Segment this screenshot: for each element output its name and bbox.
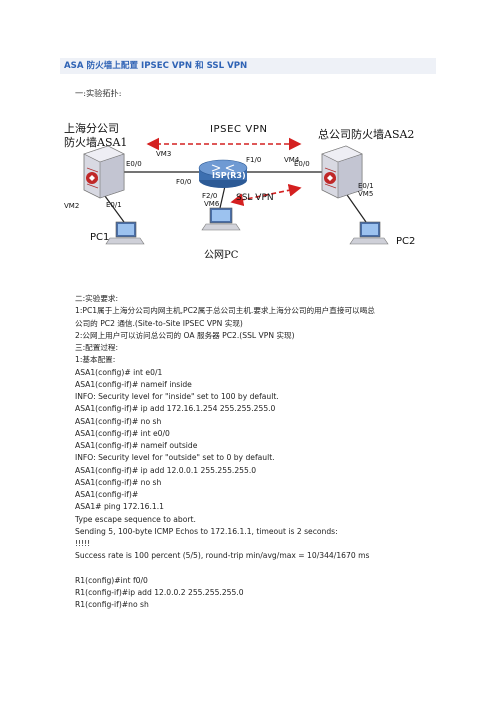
body-line [75,563,445,575]
label-vm4: VM4 [284,156,300,164]
body-line: Sending 5, 100-byte ICMP Echos to 172.16… [75,526,338,536]
label-router-f00: F0/0 [176,178,191,186]
document-body: 二:实验要求: 1:PC1属于上海分公司内网主机,PC2属于总公司主机.要求上海分… [75,293,445,612]
pc1-computer-icon [105,221,145,245]
body-line: ASA1(config-if)# nameif outside [75,441,198,450]
isp-router-icon [198,159,248,188]
label-asa2-e00: E0/0 [294,160,310,168]
link-asa2-pc2 [344,191,367,223]
body-line: 三:配置过程: [75,343,119,352]
body-line: R1(config)#int f0/0 [75,575,148,585]
label-vm2: VM2 [64,202,79,210]
label-router-f20: F2/0 [202,192,217,200]
asa2-firewall-icon [321,145,363,199]
label-shanghai-line1: 上海分公司 [64,121,119,135]
network-links [101,171,367,223]
label-vm5: VM5 [358,190,373,198]
body-line: 公司的 PC2 通信.(Site-to-Site IPSEC VPN 实现) [75,318,243,328]
label-shanghai-line2: 防火墙ASA1 [64,135,127,149]
label-public-pc: 公网PC [204,249,239,261]
asa1-firewall-icon [83,145,125,199]
body-line: !!!!! [75,539,91,548]
body-line: ASA1(config-if)# ip add 12.0.0.1 255.255… [75,465,257,475]
document-title: ASA 防火墙上配置 IPSEC VPN 和 SSL VPN [60,58,436,74]
body-line: 2:公网上用户可以访问总公司的 OA 服务器 PC2.(SSL VPN 实现) [75,330,295,340]
label-router-f10: F1/0 [246,156,261,164]
body-line: ASA1(config-if)# int e0/0 [75,428,170,438]
body-line: 1:基本配置: [75,355,116,365]
pc2-computer-icon [349,221,389,245]
label-vm6: VM6 [204,200,220,208]
body-line: INFO: Security level for "inside" set to… [75,392,279,401]
label-vm3: VM3 [156,150,171,158]
label-ssl-vpn: SSL VPN [236,193,274,203]
ssl-vpn-arrow [230,183,302,207]
body-line: ASA1(config-if)# nameif inside [75,379,192,389]
label-asa2-e01: E0/1 [358,182,374,190]
label-hq-firewall: 总公司防火墙ASA2 [318,127,414,141]
label-asa1-e00: E0/0 [126,160,142,168]
body-line: Type escape sequence to abort. [75,514,196,524]
label-ipsec-vpn: IPSEC VPN [210,124,268,135]
body-line: ASA1(config-if)# no sh [75,416,162,426]
body-line: INFO: Security level for "outside" set t… [75,453,275,463]
label-asa1-e01: E0/1 [106,201,122,209]
topology-diagram: 上海分公司 防火墙ASA1 总公司防火墙ASA2 IPSEC VPN SSL V… [60,110,436,280]
link-asa1-pc1 [101,191,125,223]
body-line: 1:PC1属于上海分公司内网主机,PC2属于总公司主机.要求上海分公司的用户直接… [75,306,375,316]
body-line: R1(config-if)#ip add 12.0.0.2 255.255.25… [75,588,244,597]
body-line: ASA1(config-if)# [75,490,139,499]
body-line: R1(config-if)#no sh [75,600,149,610]
public-pc-laptop-icon [201,207,241,231]
body-line: ASA1(config-if)# no sh [75,477,162,487]
label-pc1: PC1 [90,232,109,243]
link-router-publicpc [219,185,226,209]
body-line: ASA1# ping 172.16.1.1 [75,502,164,512]
body-line: Success rate is 100 percent (5/5), round… [75,551,370,561]
body-line: 二:实验要求: [75,294,119,303]
label-isp-r3: ISP(R3) [212,171,246,180]
section-topology-heading: 一:实验拓扑: [75,88,122,98]
body-line: ASA1(config-if)# ip add 172.16.1.254 255… [75,404,276,414]
label-pc2: PC2 [396,236,415,247]
body-line: ASA1(config)# int e0/1 [75,367,163,377]
